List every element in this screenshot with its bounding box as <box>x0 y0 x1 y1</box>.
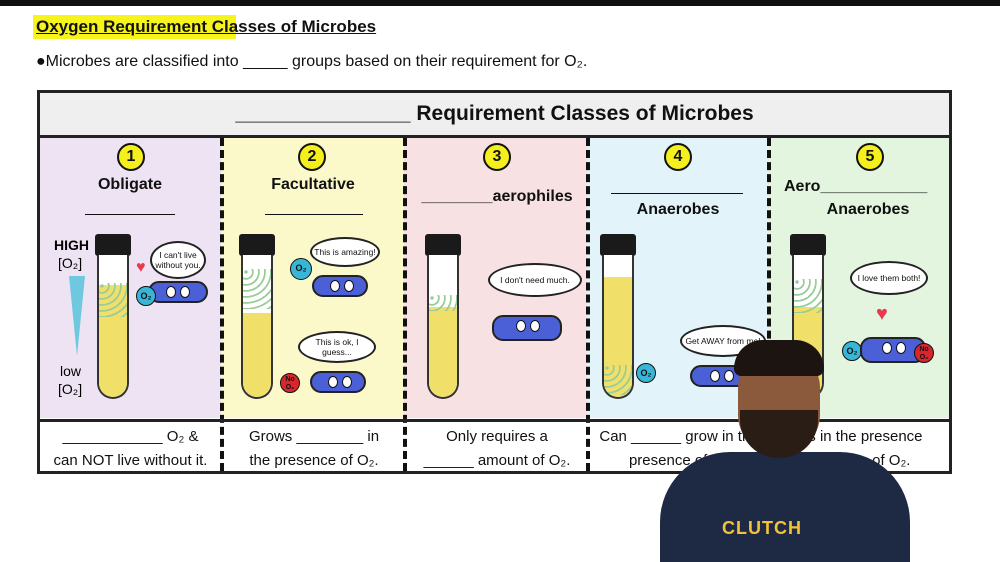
presenter-shirt <box>660 452 910 562</box>
speech-bubble: This is ok, I guess... <box>298 331 376 363</box>
number-badge-5: 5 <box>856 143 884 171</box>
test-tube <box>427 255 459 399</box>
class-name-3: ________aerophiles <box>421 188 573 205</box>
classes-board: _______________ Requirement Classes of M… <box>37 90 952 474</box>
no-oxygen-icon: No O₂ <box>914 343 934 363</box>
footer-text-3: Only requires a ______ amount of O₂. <box>423 428 571 469</box>
test-tube <box>602 255 634 399</box>
title-highlight <box>33 15 236 39</box>
class-name-5: Anaerobes <box>826 201 910 218</box>
heart-icon: ♥ <box>876 303 888 325</box>
no-oxygen-icon: No O₂ <box>280 373 300 393</box>
board-title: _______________ Requirement Classes of M… <box>235 102 754 125</box>
class-name-2: Facultative <box>271 176 355 193</box>
test-tube <box>241 255 273 399</box>
microbe-character <box>690 365 748 387</box>
presenter-hair <box>734 340 824 376</box>
number-badge-4: 4 <box>664 143 692 171</box>
low-unit: [O₂] <box>58 381 83 397</box>
test-tube <box>97 255 129 399</box>
class-name-1: Obligate <box>97 176 162 193</box>
speech-bubble: I don't need much. <box>488 263 582 297</box>
class-prefix-5: Aero____________ <box>784 178 928 195</box>
tube-cap <box>600 234 636 256</box>
oxygen-icon: O₂ <box>290 258 312 280</box>
low-label: low <box>60 363 82 379</box>
class-name-4: Anaerobes <box>636 201 720 218</box>
column-divider <box>767 138 771 471</box>
tube-cap <box>95 234 131 256</box>
number-badge-2: 2 <box>298 143 326 171</box>
footer-text-1: ____________ O₂ & can NOT live without i… <box>53 428 208 469</box>
oxygen-icon: O₂ <box>636 363 656 383</box>
page-title: Oxygen Requirement Classes of Microbes <box>36 17 377 36</box>
board-header: _______________ Requirement Classes of M… <box>40 93 949 138</box>
microbe-character <box>860 337 926 363</box>
speech-bubble: I can't live without you. <box>150 241 206 279</box>
presenter-beard <box>740 410 818 458</box>
microbe-character <box>148 281 208 303</box>
high-label: HIGH <box>54 237 89 253</box>
clutch-logo: CLUTCH <box>722 518 802 538</box>
bullet-text: ●Microbes are classified into _____ grou… <box>36 53 588 70</box>
footer-divider <box>40 419 949 422</box>
microbe-character <box>312 275 368 297</box>
gradient-arrow <box>69 276 85 356</box>
footer-text-2: Grows ________ in the presence of O₂. <box>248 428 380 469</box>
top-bar <box>0 0 1000 6</box>
column-divider <box>586 138 590 471</box>
blank-line <box>265 214 363 215</box>
tube-cap <box>790 234 826 256</box>
tube-cap <box>239 234 275 256</box>
high-unit: [O₂] <box>58 255 83 271</box>
blank-line <box>85 214 175 215</box>
number-badge-3: 3 <box>483 143 511 171</box>
tube-cap <box>425 234 461 256</box>
speech-bubble: I love them both! <box>850 261 928 295</box>
number-badge-1: 1 <box>117 143 145 171</box>
presenter-video: CLUTCH <box>660 340 910 562</box>
microbe-character <box>310 371 366 393</box>
column-divider <box>403 138 407 471</box>
speech-bubble: This is amazing! <box>310 237 380 267</box>
microbe-character <box>492 315 562 341</box>
column-divider <box>220 138 224 471</box>
blank-line <box>611 193 743 194</box>
heart-icon: ♥ <box>136 259 146 276</box>
oxygen-icon: O₂ <box>136 286 156 306</box>
